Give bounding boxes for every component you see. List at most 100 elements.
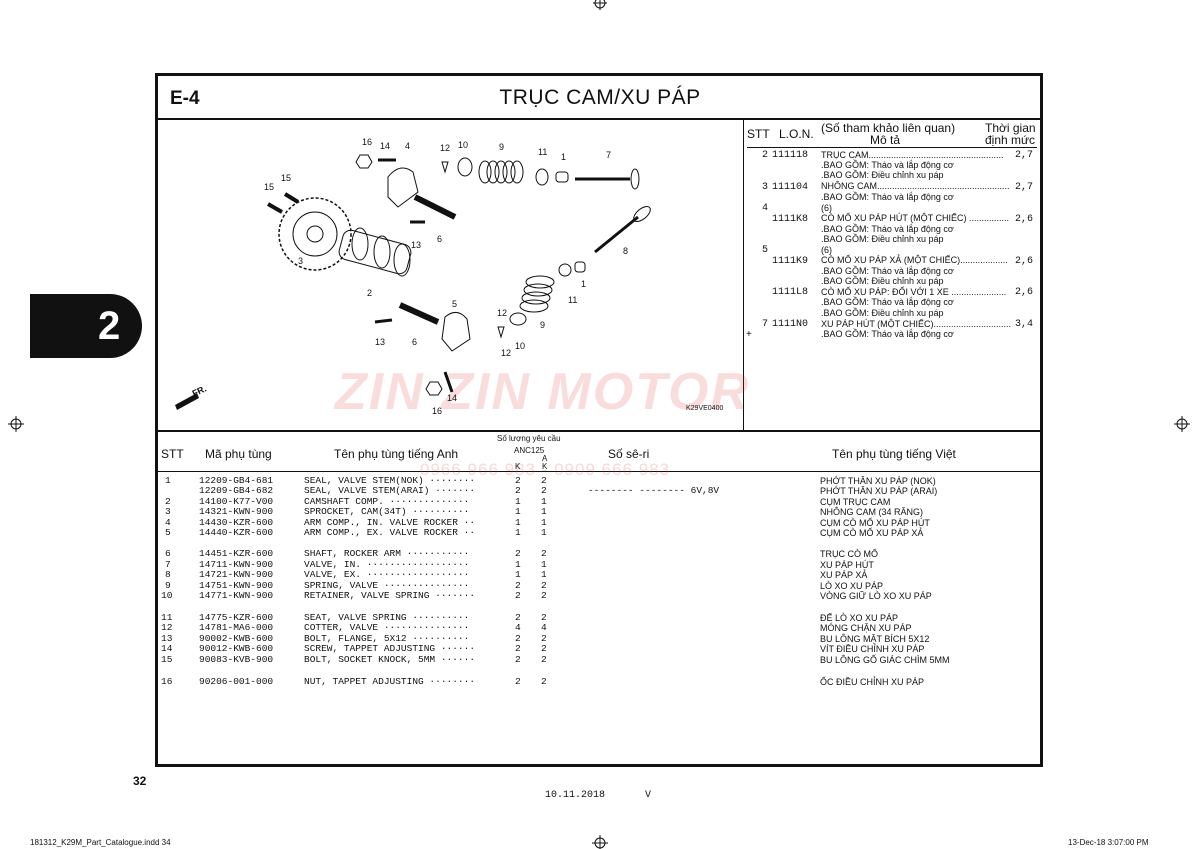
parts-cell-name-vn: BU LÔNG GỐ GIÁC CHÌM 5MM (820, 655, 950, 665)
valve-in-head (630, 168, 640, 190)
section-code: E-4 (170, 88, 200, 109)
parts-cell-name-en: VALVE, IN. ·················· (304, 559, 470, 570)
diagram-label: 16 (362, 137, 373, 147)
parts-cell-part-no: 14440-KZR-600 (199, 527, 274, 538)
parts-cell-name-en: SCREW, TAPPET ADJUSTING ······ (304, 643, 476, 654)
parts-cell-name-en: ARM COMP., EX. VALVE ROCKER ·· (304, 527, 476, 538)
info-col-time-top: Thời gian (985, 121, 1036, 135)
parts-col-sub-k1: K (515, 462, 521, 471)
parts-cell-q1: 2 (515, 654, 521, 665)
print-time: 13-Dec-18 3:07:00 PM (1068, 838, 1149, 847)
diagram-label: 6 (412, 337, 418, 347)
parts-cell-q2: 1 (541, 569, 547, 580)
parts-cell-q1: 4 (515, 622, 521, 633)
parts-cell-q2: 2 (541, 475, 547, 486)
cotter-ex (497, 326, 505, 339)
parts-cell-part-no: 14771-KWN-900 (199, 590, 274, 601)
tappet-nut-1 (355, 154, 373, 169)
parts-cell-name-vn: NHÔNG CAM (34 RĂNG) (820, 507, 924, 517)
diagram-label: 16 (432, 406, 443, 416)
valve-spring-ex (519, 275, 555, 313)
diagram-label: 1 (581, 279, 587, 289)
parts-cell-q2: 1 (541, 527, 547, 538)
diagram-label: 12 (501, 348, 512, 358)
table-header-divider (158, 471, 1040, 472)
parts-cell-name-vn: LÒ XO XU PÁP (820, 581, 884, 591)
parts-cell-name-vn: PHỚT THÂN XU PÁP (ARAI) (820, 486, 938, 496)
parts-cell-part-no: 14721-KWN-900 (199, 569, 274, 580)
page-title: TRỤC CAM/XU PÁP (499, 86, 701, 109)
page-number: 32 (133, 774, 147, 788)
parts-col-model: ANC125 (514, 446, 545, 455)
footer-date: 10.11.2018 (545, 790, 606, 801)
seal-ex (574, 261, 586, 273)
parts-cell-name-en: BOLT, SOCKET KNOCK, 5MM ······ (304, 654, 476, 665)
registration-mark-right-icon (1174, 416, 1190, 432)
parts-cell-q1: 2 (515, 548, 521, 559)
section-tab-number: 2 (98, 304, 121, 348)
valve-ex-head (633, 206, 651, 222)
diagram-label: 10 (458, 140, 469, 150)
parts-cell-part-no: 12209-GB4-682 (199, 485, 274, 496)
parts-cell-name-vn: PHỚT THÂN XU PÁP (NOK) (820, 476, 936, 486)
section-tab (30, 294, 142, 358)
parts-cell-name-en: VALVE, EX. ·················· (304, 569, 470, 580)
parts-cell-name-vn: VÍT ĐIỀU CHỈNH XU PÁP (820, 644, 925, 654)
diagram-label: 12 (497, 308, 508, 318)
parts-cell-name-en: SEAL, VALVE STEM(ARAI) ······· (304, 485, 476, 496)
parts-cell-stt: 1 (165, 475, 171, 486)
registration-mark-bottom-icon (592, 835, 608, 849)
front-arrow-icon (175, 393, 199, 410)
diagram-label: 12 (440, 143, 451, 153)
parts-cell-q1: 1 (515, 506, 521, 517)
parts-cell-q1: 2 (515, 580, 521, 591)
parts-cell-q1: 2 (515, 676, 521, 687)
parts-cell-q2: 1 (541, 517, 547, 528)
parts-cell-stt: 8 (165, 569, 171, 580)
parts-cell-stt: 6 (165, 548, 171, 559)
parts-cell-part-no: 14781-MA6-000 (199, 622, 274, 633)
parts-cell-name-en: NUT, TAPPET ADJUSTING ········ (304, 676, 476, 687)
parts-cell-name-vn: CỤM CÒ MỔ XU PÁP XẢ (820, 528, 924, 538)
header-divider (158, 118, 1040, 120)
flange-bolt-2 (374, 318, 393, 324)
parts-cell-part-no: 14711-KWN-900 (199, 559, 274, 570)
parts-cell-part-no: 14100-K77-V00 (199, 496, 274, 507)
parts-cell-stt: 10 (161, 590, 173, 601)
parts-cell-part-no: 90206-001-000 (199, 676, 274, 687)
rocker-shaft-2 (398, 302, 440, 325)
parts-cell-name-en: SPROCKET, CAM(34T) ·········· (304, 506, 470, 517)
exploded-parts-diagram (175, 154, 651, 410)
parts-cell-stt: 3 (165, 506, 171, 517)
parts-cell-q1: 1 (515, 569, 521, 580)
watermark-brand: ZIN ZIN MOTOR (335, 363, 751, 421)
parts-cell-q2: 2 (541, 580, 547, 591)
parts-cell-q2: 2 (541, 485, 547, 496)
parts-cell-q1: 2 (515, 612, 521, 623)
diagram-table-divider (158, 430, 1040, 432)
parts-cell-stt: 5 (165, 527, 171, 538)
parts-cell-q1: 1 (515, 517, 521, 528)
retainer-ex (509, 312, 527, 326)
parts-cell-q1: 2 (515, 590, 521, 601)
parts-cell-q2: 2 (541, 633, 547, 644)
tappet-nut-2 (425, 381, 443, 396)
info-col-desc-bottom: Mô tả (870, 133, 901, 147)
valve-spring-in (478, 160, 524, 184)
seat-ex (558, 263, 572, 277)
diagram-label: 7 (606, 150, 612, 160)
parts-cell-name-vn: CỤM TRỤC CAM (820, 497, 891, 507)
info-col-desc-top: (Số tham khảo liên quan) (821, 121, 956, 135)
info-col-stt: STT (747, 127, 770, 141)
info-col-time-bottom: định mức (985, 133, 1036, 147)
watermark-phone: 0966 966 983 - 0909 666 983 (420, 460, 671, 479)
parts-cell-q1: 1 (515, 496, 521, 507)
parts-cell-part-no: 90012-KWB-600 (199, 643, 274, 654)
parts-cell-q2: 1 (541, 496, 547, 507)
parts-cell-part-no: 14775-KZR-600 (199, 612, 274, 623)
parts-cell-stt: 7 (165, 559, 171, 570)
diagram-info-divider (743, 120, 744, 430)
registration-mark-top-icon (593, 0, 607, 10)
parts-cell-name-en: COTTER, VALVE ··············· (304, 622, 470, 633)
parts-cell-name-en: SEAL, VALVE STEM(NOK) ········ (304, 475, 476, 486)
